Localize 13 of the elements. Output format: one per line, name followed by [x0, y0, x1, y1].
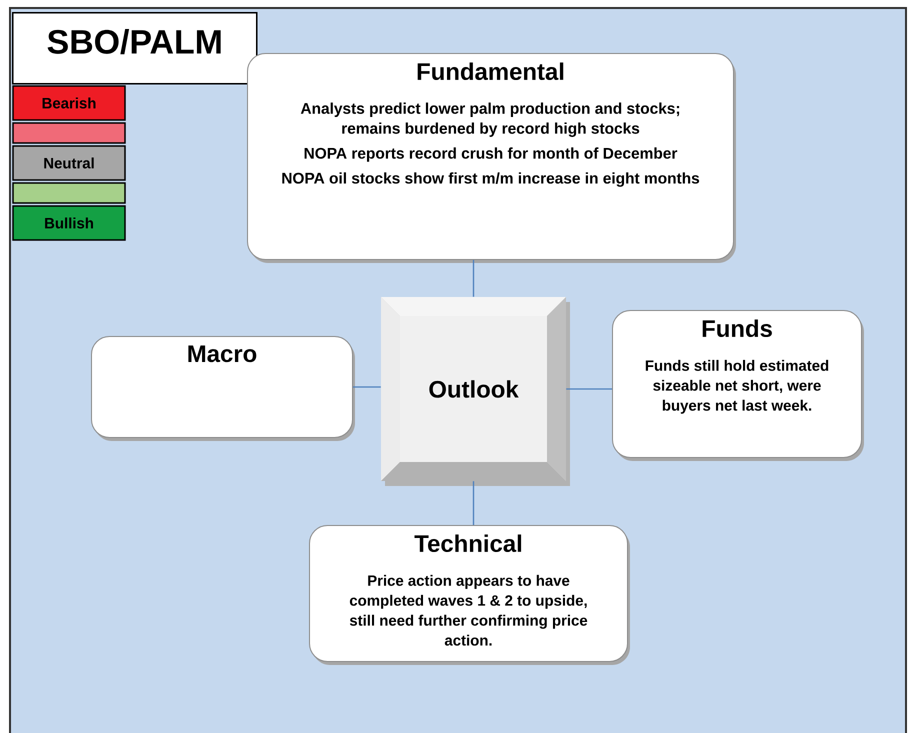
legend-item: Bearish	[12, 85, 126, 121]
connector-line	[472, 260, 474, 297]
text-card: Technical Price action appears to have completed waves 1 & 2 to upside, still need further confirming price action.	[309, 525, 630, 665]
legend-item: Bullish	[12, 205, 126, 241]
legend-item: Neutral	[12, 145, 126, 181]
connector-line	[353, 386, 381, 388]
text-card: Fundamental Analysts predict lower palm production and stocks; remains burdened by record high stocks NOPA reports record crush for month of December NOPA oil stocks show first m/m increase in eight months	[247, 53, 736, 263]
text-card: Macro	[91, 336, 355, 441]
outlook-button: Outlook	[381, 297, 570, 486]
text-card: Funds Funds still hold estimated sizeable net short, were buyers net last week.	[612, 310, 864, 461]
connector-line	[472, 481, 474, 525]
connector-line	[566, 388, 612, 390]
title-box: SBO/PALM	[12, 12, 258, 84]
